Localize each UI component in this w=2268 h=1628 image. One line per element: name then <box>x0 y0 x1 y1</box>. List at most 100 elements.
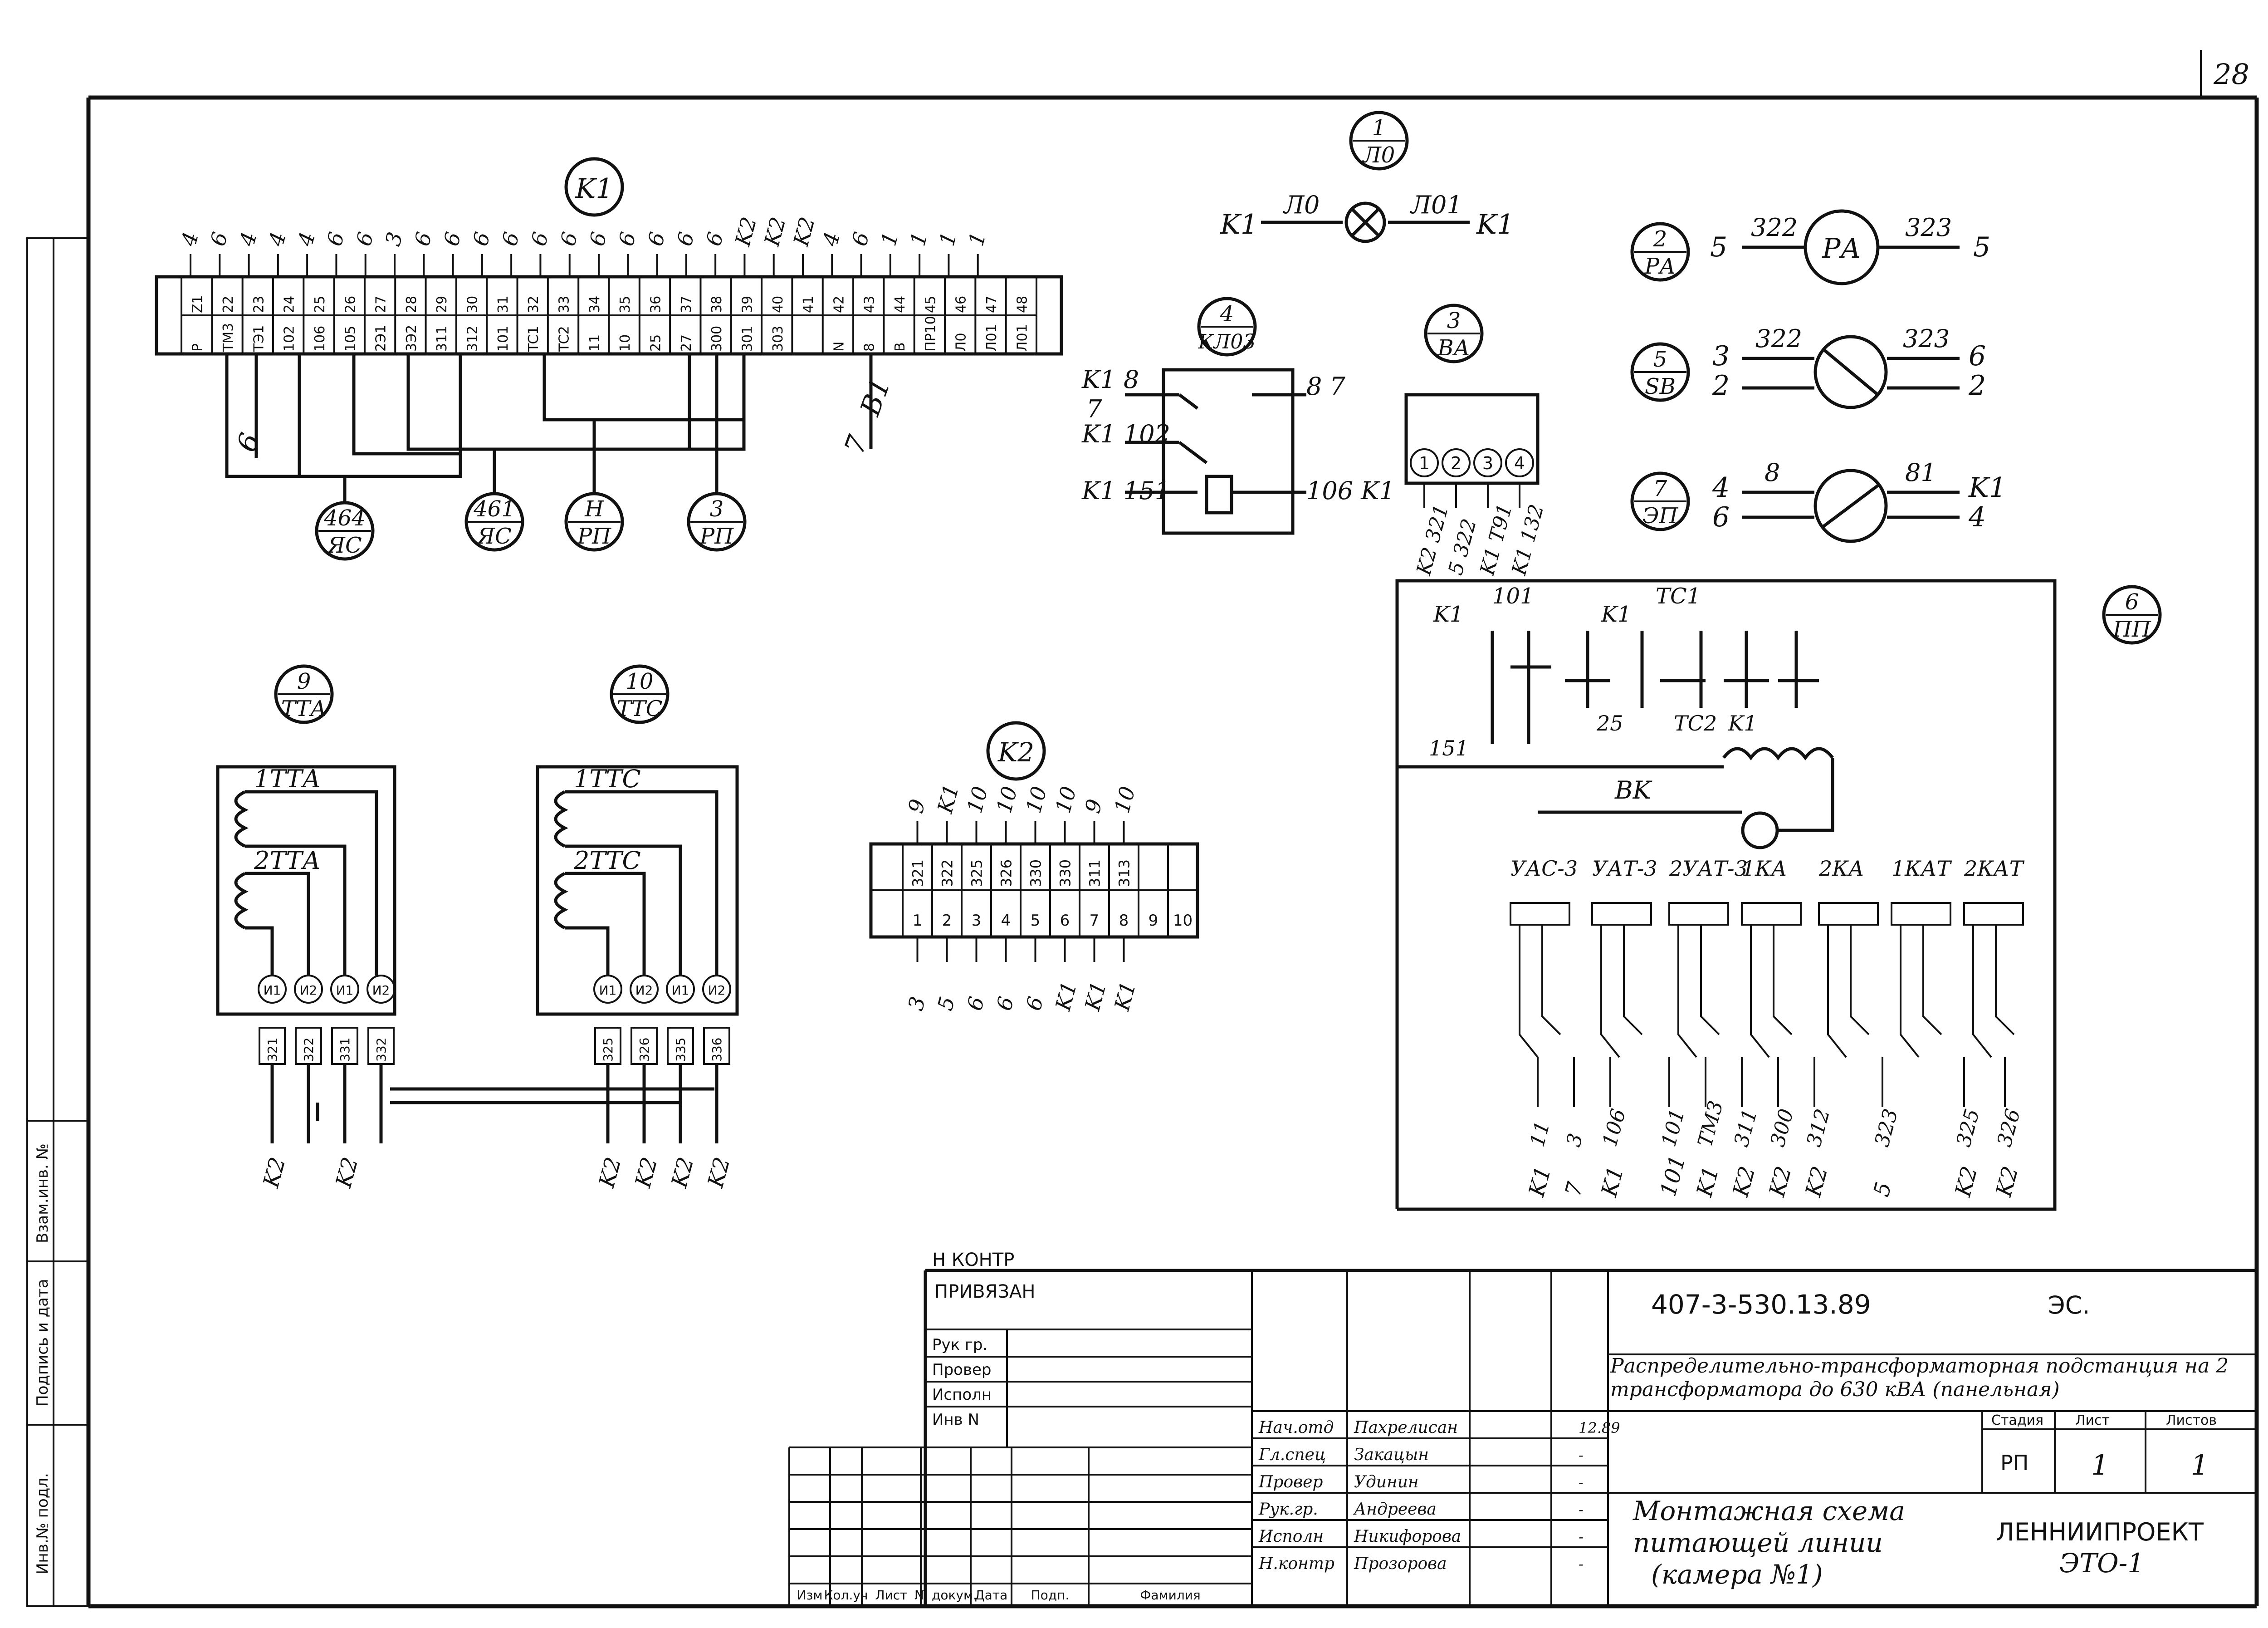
k1-terminal-wire: 106 <box>312 326 328 352</box>
svg-text:7: 7 <box>1653 476 1667 501</box>
svg-text:Н: Н <box>584 496 604 522</box>
ttc-pin <box>593 975 622 1004</box>
tta-pin <box>367 975 396 1004</box>
svg-text:РП: РП <box>577 524 611 549</box>
svg-text:3: 3 <box>710 496 724 522</box>
ba-pin <box>1473 448 1502 477</box>
pp-device-coil <box>1741 902 1802 926</box>
signer-date: - <box>1579 1474 1584 1491</box>
svg-text:ВА: ВА <box>1437 335 1470 361</box>
svg-text:322: 322 <box>1751 213 1798 242</box>
svg-text:81: 81 <box>1905 458 1936 487</box>
k1-terminal-wire: Л01 <box>984 324 1000 352</box>
k1-top-label: 6 <box>410 230 437 249</box>
k1-terminal-wire: 27 <box>679 334 694 352</box>
svg-text:2ТТС: 2ТТС <box>573 846 641 875</box>
pp-bottom-wire: 5 <box>1868 1179 1897 1199</box>
pp-device-label: 2УАТ-3 <box>1669 856 1748 881</box>
k2-bottom-label: K1 <box>1110 979 1141 1013</box>
k2-terminal-number: 2 <box>942 912 952 930</box>
svg-text:323: 323 <box>1903 324 1950 353</box>
pp-top-wire: K1 <box>1433 602 1463 627</box>
pp-bottom-code: 312 <box>1802 1107 1834 1149</box>
k1-terminal-wire: TC2 <box>557 326 572 352</box>
k1-terminal-wire: ПР10 <box>923 316 938 352</box>
tta-bottom-label: K2 <box>258 1154 291 1191</box>
pp-device-label: 2КАТ <box>1964 856 2025 881</box>
footer-column-header: Изм <box>797 1588 823 1603</box>
k1-terminal-number: 32 <box>526 296 542 313</box>
svg-text:Провер: Провер <box>932 1361 992 1379</box>
svg-text:РП: РП <box>699 524 734 549</box>
k1-terminal-number: 27 <box>373 296 389 313</box>
svg-text:Листов: Листов <box>2166 1412 2217 1428</box>
svg-text:(камера №1): (камера №1) <box>1651 1559 1823 1590</box>
svg-text:1ТТС: 1ТТС <box>574 765 641 793</box>
svg-text:И1: И1 <box>599 983 617 998</box>
lamp-1-l0: 1 Л0 K1 Л0 Л01 K1 <box>1220 111 1514 243</box>
svg-text:1: 1 <box>1419 453 1430 473</box>
motor-icon <box>1741 811 1779 849</box>
signer-name: Андреева <box>1353 1500 1437 1519</box>
svg-text:РП: РП <box>2000 1451 2028 1475</box>
svg-text:SB: SB <box>1645 374 1676 399</box>
k1-terminal-wire: 8 <box>862 343 878 352</box>
footer-column-header: Фамилия <box>1140 1588 1201 1603</box>
k1-terminal-wire: 3Э2 <box>404 325 420 352</box>
k2-bottom-label: K1 <box>1051 979 1082 1013</box>
svg-text:2: 2 <box>1451 453 1461 473</box>
k1-terminal-number: 35 <box>617 296 633 313</box>
svg-text:питающей линии: питающей линии <box>1633 1527 1883 1558</box>
pp-top-wire: K1 <box>1601 602 1631 627</box>
k1-top-label: 1 <box>876 230 903 249</box>
svg-text:Монтажная схема: Монтажная схема <box>1633 1496 1905 1526</box>
svg-text:6: 6 <box>2125 589 2139 615</box>
k1-terminal-number: 29 <box>434 296 450 313</box>
signer-role: Провер <box>1258 1473 1323 1491</box>
ttc-terminal: 336 <box>709 1038 724 1062</box>
signer-date: - <box>1579 1528 1584 1545</box>
k1-top-label: 1 <box>963 230 991 249</box>
footer-column-header: Дата <box>975 1588 1008 1603</box>
k2-bottom-label: K1 <box>1080 979 1111 1013</box>
pp-bottom-code: 325 <box>1952 1107 1984 1149</box>
k1-ref-461-yas: 461 ЯС <box>464 449 524 552</box>
k1-terminal-wire: 25 <box>648 334 664 352</box>
svg-text:ТТС: ТТС <box>617 696 663 721</box>
k2-terminal-number: 9 <box>1149 912 1158 930</box>
svg-text:3: 3 <box>1712 340 1730 372</box>
k2-terminal-number: 1 <box>913 912 923 930</box>
svg-text:Н КОНТР: Н КОНТР <box>932 1250 1014 1270</box>
svg-text:6: 6 <box>1969 340 1986 372</box>
svg-text:5: 5 <box>1710 231 1727 263</box>
lamp-icon <box>1344 201 1386 243</box>
signer-name: Закацын <box>1354 1446 1429 1464</box>
k1-terminal-wire: 11 <box>587 334 603 352</box>
k1-top-label: 4 <box>264 230 291 249</box>
svg-text:2: 2 <box>1712 370 1730 402</box>
k1-terminal-number: 40 <box>770 296 786 313</box>
pp-bottom-wire: K2 <box>1800 1163 1833 1200</box>
pp-bottom-wire: K1 <box>1524 1163 1556 1200</box>
k1-terminal-wire: TM3 <box>220 323 236 352</box>
k1-terminal-number: 31 <box>495 296 511 313</box>
svg-text:ЯС: ЯС <box>476 524 512 549</box>
pp-device-coil <box>1891 902 1951 926</box>
k1-top-label: 6 <box>468 230 495 249</box>
k1-terminal-number: 25 <box>312 296 328 313</box>
k1-top-label: 6 <box>526 230 553 249</box>
k2-terminal-wire: 325 <box>968 859 986 887</box>
k1-terminal-number: 48 <box>1014 296 1030 313</box>
k1-left-label: 6 <box>230 429 266 456</box>
k2-top-label: 9 <box>903 797 930 816</box>
ttc-bottom-label: K2 <box>666 1154 699 1191</box>
k1-top-label: 4 <box>235 230 262 249</box>
svg-text:1: 1 <box>2191 1448 2209 1481</box>
k2-terminal-number: 5 <box>1031 912 1041 930</box>
tta-pin <box>258 975 287 1004</box>
pp-device-coil <box>1818 902 1879 926</box>
ttc-terminal: 335 <box>673 1038 688 1062</box>
signer-role: Гл.спец <box>1258 1446 1326 1464</box>
pp-bottom-wire: 101 <box>1655 1152 1691 1199</box>
